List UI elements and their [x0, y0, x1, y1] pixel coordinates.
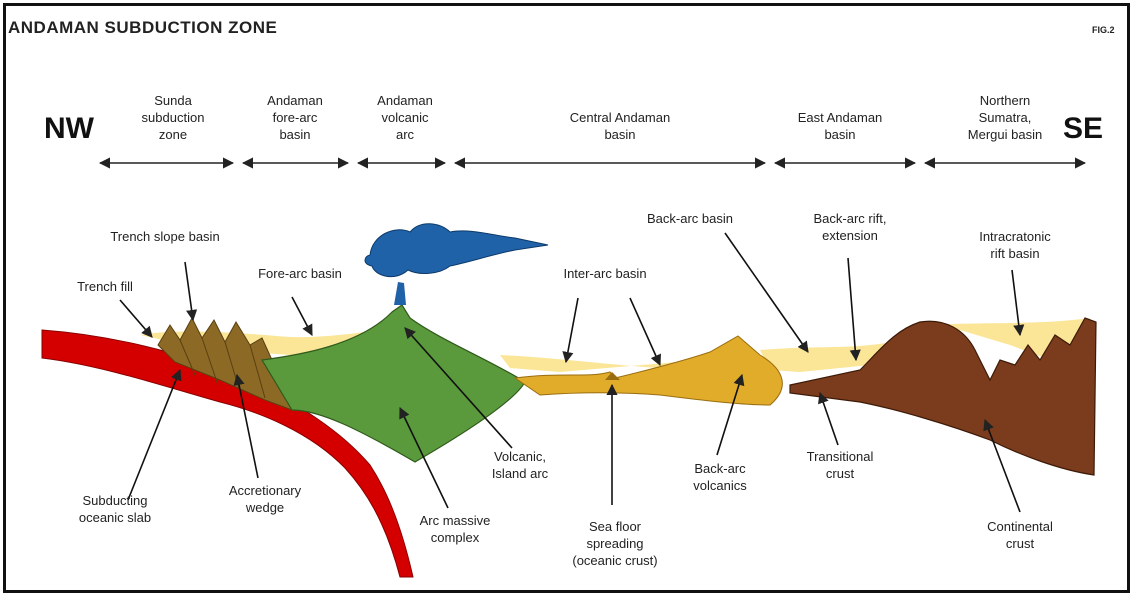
label-sea-floor-spreading: Sea floor spreading (oceanic crust) [550, 518, 680, 569]
label-back-arc-rift: Back-arc rift, extension [790, 210, 910, 244]
label-trench-slope-basin: Trench slope basin [80, 228, 250, 245]
label-transitional-crust: Transitional crust [780, 448, 900, 482]
label-accretionary-wedge: Accretionary wedge [200, 482, 330, 516]
label-trench-fill: Trench fill [50, 278, 160, 295]
eruption-cloud [365, 224, 548, 305]
arc-massive-complex [262, 305, 525, 462]
label-back-arc-volcanics: Back-arc volcanics [665, 460, 775, 494]
label-fore-arc-basin: Fore-arc basin [240, 265, 360, 282]
label-arc-massive-complex: Arc massive complex [395, 512, 515, 546]
label-subducting-slab: Subducting oceanic slab [50, 492, 180, 526]
label-intracratonic-rift: Intracratonic rift basin [955, 228, 1075, 262]
label-back-arc-basin: Back-arc basin [630, 210, 750, 227]
label-continental-crust: Continental crust [960, 518, 1080, 552]
label-inter-arc-basin: Inter-arc basin [545, 265, 665, 282]
label-volcanic-island-arc: Volcanic, Island arc [465, 448, 575, 482]
